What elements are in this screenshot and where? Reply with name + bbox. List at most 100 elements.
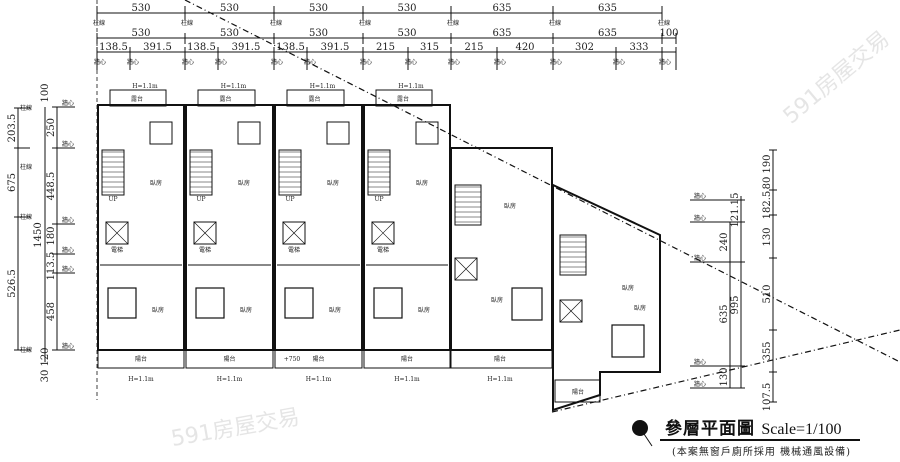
- wall-center-label: 牆心: [659, 58, 671, 66]
- unit-outline: [97, 104, 185, 351]
- railing-height-label: H=1.1m: [217, 376, 243, 383]
- dimension-right-outer: 182.5: [762, 191, 773, 220]
- dimension-right-outer: 190: [762, 154, 773, 173]
- wall-center-label: 牆心: [271, 58, 283, 66]
- wall-center-label: 牆心: [694, 214, 706, 222]
- bedroom-label: 臥房: [152, 306, 164, 314]
- column-line-label: 柱線: [20, 104, 32, 112]
- bed: [611, 324, 645, 358]
- wall-center-label: 牆心: [304, 58, 316, 66]
- balcony-outline: [97, 349, 185, 369]
- wall-center-label: 牆心: [182, 58, 194, 66]
- wall-center-label: 牆心: [694, 380, 706, 388]
- dimension-top-row3: 391.5: [143, 42, 172, 53]
- balcony-label: 陽台: [135, 355, 147, 363]
- dimension-top-row3: 333: [629, 42, 648, 53]
- wall-center-label: 牆心: [62, 140, 74, 148]
- dimension-right-outer: 130: [762, 227, 773, 246]
- dimension-top-row2: 530: [131, 28, 150, 39]
- staircase: [367, 149, 391, 196]
- wall-center-label: 牆心: [62, 216, 74, 224]
- bed: [511, 287, 543, 321]
- wall-center-label: 牆心: [694, 192, 706, 200]
- title-scale: Scale=1/100: [761, 421, 842, 438]
- balcony-label: 陽台: [223, 355, 235, 363]
- bedroom-label: 臥房: [238, 179, 250, 187]
- elevator-shaft: [105, 221, 129, 245]
- dimension-top-row3: 215: [376, 42, 395, 53]
- stair-up-label: UP: [196, 196, 205, 203]
- terrace-label: 露台: [397, 95, 409, 103]
- title-name: 參層平面圖: [665, 419, 755, 439]
- wall-center-label: 牆心: [494, 58, 506, 66]
- elevator-x: [105, 221, 129, 245]
- bedroom-label: 臥房: [416, 179, 428, 187]
- column-line-label: 柱線: [270, 19, 282, 27]
- dimension-top-row1: 635: [492, 3, 511, 14]
- dimension-left-bottom: 100: [40, 83, 51, 102]
- column-line-label: 柱線: [447, 19, 459, 27]
- bed: [284, 287, 314, 319]
- column-line-label: 柱線: [20, 163, 32, 171]
- bathroom: [415, 121, 439, 145]
- title-note: (本案無窗戶廁所採用 機械通風設備): [672, 447, 851, 458]
- balcony-outline: [363, 349, 451, 369]
- elevator-shaft: [454, 257, 478, 281]
- elevator-x: [371, 221, 395, 245]
- wall-center-label: 牆心: [62, 99, 74, 107]
- dimension-right-inner: 240: [719, 232, 730, 251]
- dimension-top-row2: 635: [598, 28, 617, 39]
- balcony-outline: [185, 349, 274, 369]
- railing-height-label: H=1.1m: [306, 376, 332, 383]
- bedroom-label: 臥房: [418, 306, 430, 314]
- dimension-top-row3: 315: [420, 42, 439, 53]
- wall-center-label: 牆心: [694, 358, 706, 366]
- dimension-right-mid: 121.15: [730, 193, 741, 228]
- dimension-right-mid: 995: [730, 295, 741, 314]
- property-line: [184, 0, 900, 363]
- dimension-top-row3: 138.5: [99, 42, 128, 53]
- dimension-left-bottom: 120: [40, 347, 51, 366]
- balcony-outline: [554, 379, 601, 403]
- elevator-x: [193, 221, 217, 245]
- column-line-label: 柱線: [20, 346, 32, 354]
- balcony-label: 陽台: [494, 355, 506, 363]
- staircase: [559, 234, 587, 276]
- dimension-top-row3: 215: [464, 42, 483, 53]
- stair-up-label: UP: [374, 196, 383, 203]
- staircase: [278, 149, 302, 196]
- railing-height-label: H=1.1m: [221, 83, 247, 90]
- bed: [107, 287, 137, 319]
- balcony-outline: [274, 349, 363, 369]
- railing-height-label: H=1.1m: [394, 376, 420, 383]
- bedroom-label: 臥房: [491, 296, 503, 304]
- bathroom: [237, 121, 261, 145]
- wall-center-label: 牆心: [448, 58, 460, 66]
- elevator-label: 電梯: [111, 246, 123, 254]
- wall-center-label: 牆心: [62, 246, 74, 254]
- dimension-right-outer: 355: [762, 341, 773, 360]
- elevator-shaft: [371, 221, 395, 245]
- dimension-top-row1: 530: [397, 3, 416, 14]
- wall-center-label: 牆心: [62, 265, 74, 273]
- column-line-label: 柱線: [93, 19, 105, 27]
- balcony-label: 陽台: [401, 355, 413, 363]
- dimension-left-inner: 113.5: [46, 252, 57, 281]
- dimension-top-row1: 635: [598, 3, 617, 14]
- balcony-label: 陽台: [312, 355, 324, 363]
- wall-center-label: 牆心: [215, 58, 227, 66]
- column-line-label: 柱線: [658, 19, 670, 27]
- column-line-label: 柱線: [20, 213, 32, 221]
- dimension-right-outer: 107.5: [762, 383, 773, 412]
- bedroom-label: 臥房: [329, 306, 341, 314]
- column-line-label: 柱線: [359, 19, 371, 27]
- staircase: [189, 149, 213, 196]
- bedroom-label: 臥房: [327, 179, 339, 187]
- dimension-top-row1: 530: [131, 3, 150, 14]
- dimension-left-inner: 448.5: [46, 172, 57, 201]
- stair-up-label: UP: [285, 196, 294, 203]
- property-line: [551, 329, 900, 413]
- dimension-top-row1: 530: [309, 3, 328, 14]
- bedroom-label: 臥房: [240, 306, 252, 314]
